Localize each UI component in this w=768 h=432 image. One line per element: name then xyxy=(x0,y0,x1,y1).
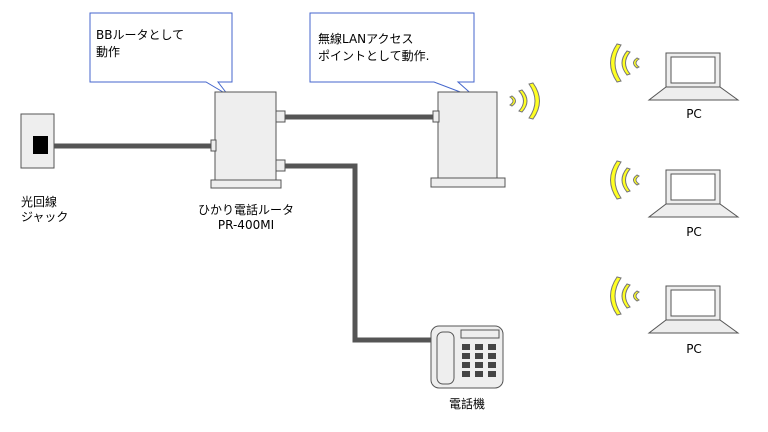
access-point-icon xyxy=(430,91,506,188)
wifi-waves-icon xyxy=(509,82,540,120)
laptop-icon xyxy=(647,285,740,334)
telephone-icon xyxy=(430,325,504,389)
pc-group-3 xyxy=(610,276,740,334)
pc-group-1 xyxy=(610,43,740,101)
router-label-line-1: ひかり電話ルータ xyxy=(197,203,294,217)
laptop-icon xyxy=(647,52,740,101)
pc-group-2 xyxy=(610,160,740,218)
wifi-waves-icon xyxy=(610,276,640,316)
callout-ap-line-1: 無線LANアクセス xyxy=(318,32,414,46)
callout-ap-bubble xyxy=(309,12,477,99)
cable-router-to-phone xyxy=(285,163,432,343)
router-icon xyxy=(210,91,286,189)
pc-label-3: PC xyxy=(686,342,702,356)
fiber-jack-label-line-1: 光回線 xyxy=(21,195,58,209)
wifi-waves-icon xyxy=(610,43,640,83)
callout-ap-line-2: ポイントとして動作. xyxy=(318,49,430,63)
fiber-jack-icon xyxy=(20,113,55,169)
phone-label: 電話機 xyxy=(448,397,485,411)
pc-label-2: PC xyxy=(686,225,702,239)
callout-router-line-1: BBルータとして xyxy=(96,28,185,42)
router-label-line-2: PR-400MI xyxy=(217,218,275,232)
fiber-jack-label-line-2: ジャック xyxy=(21,210,69,224)
callout-router-text: BBルータとして 動作 xyxy=(96,27,184,61)
pc-label-1: PC xyxy=(686,107,702,121)
callout-router-bubble xyxy=(89,12,233,96)
wifi-waves-icon xyxy=(610,160,640,200)
fiber-jack-label: 光回線 ジャック xyxy=(21,195,68,225)
callout-router-line-2: 動作 xyxy=(96,45,121,59)
router-label: ひかり電話ルータ PR-400MI xyxy=(186,203,306,233)
laptop-icon xyxy=(647,169,740,218)
cables xyxy=(54,114,433,343)
callout-ap-text: 無線LANアクセス ポイントとして動作. xyxy=(318,31,429,65)
